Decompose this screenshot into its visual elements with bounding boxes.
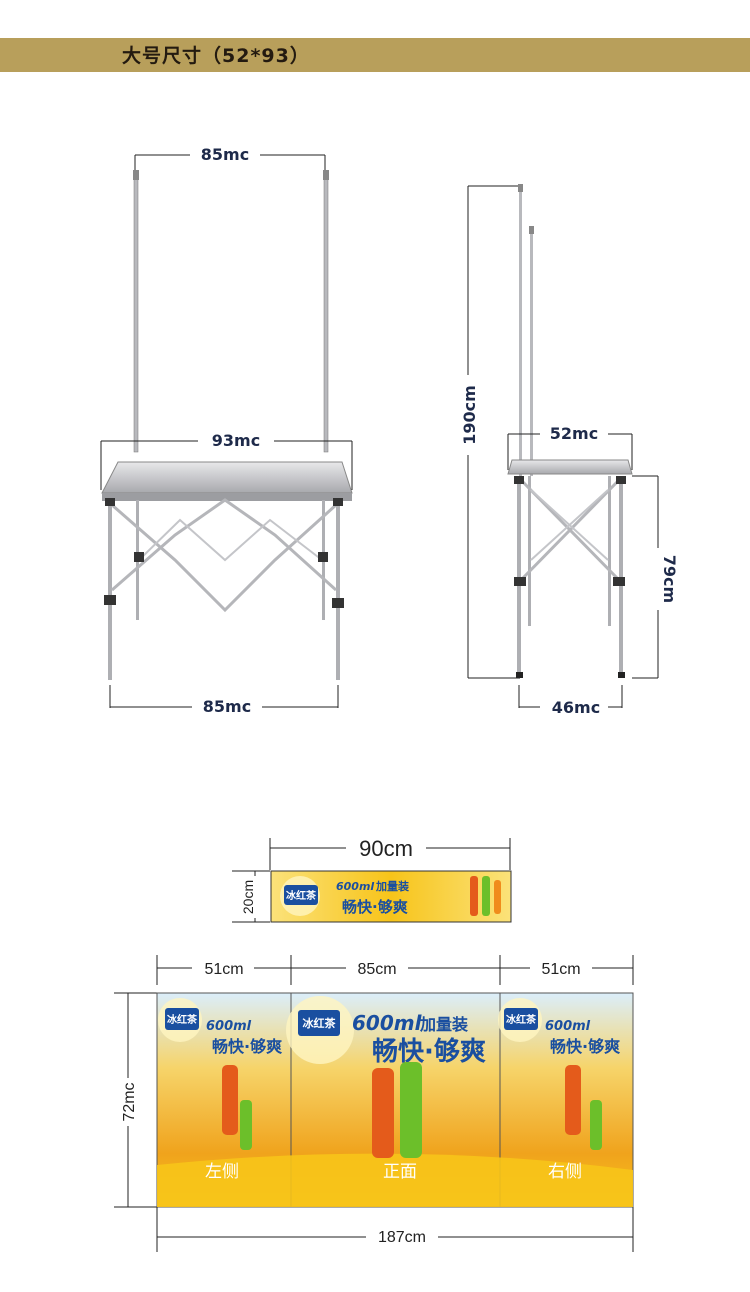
panel-center-label: 正面 (383, 1162, 417, 1182)
banner-width-label: 90cm (359, 836, 413, 861)
banner-line1: 加量装 (375, 879, 409, 893)
table-front-view: 85mc 93mc 85mc (100, 144, 353, 718)
side-top-width-label: 52mc (550, 424, 598, 443)
panel-right-brand: 冰红茶 (506, 1013, 537, 1026)
banner-line2: 畅快·够爽 (342, 898, 408, 916)
banner-volume: 600ml (336, 880, 374, 893)
panel-right-volume: 600ml (545, 1019, 591, 1034)
front-top-width-label: 85mc (201, 145, 249, 164)
page-title: 大号尺寸（52*93） (122, 45, 310, 67)
panel-center-line2: 畅快·够爽 (372, 1037, 486, 1067)
panel-left-line2: 畅快·够爽 (212, 1037, 282, 1056)
panel-right-label: 右侧 (548, 1162, 582, 1182)
side-bottom-width-label: 46mc (552, 698, 600, 717)
panel-total-width-label: 187cm (378, 1229, 426, 1246)
panel-left-width-label: 51cm (204, 961, 243, 978)
front-table-width-label: 93mc (212, 431, 260, 450)
banner-brand: 冰红茶 (286, 889, 317, 902)
panel-right-width-label: 51cm (541, 961, 580, 978)
banner-height-label: 20cm (240, 880, 256, 914)
panel-right-line2: 畅快·够爽 (550, 1037, 620, 1056)
panel-center-width-label: 85cm (357, 961, 396, 978)
display-panel: 51cm 85cm 51cm 72mc 冰红茶 冰红茶 冰红茶 600ml 畅快… (114, 955, 634, 1252)
panel-height-label: 72mc (121, 1082, 138, 1121)
front-bottom-width-label: 85mc (203, 697, 251, 716)
table-side-view: 190cm 52mc 79cm (456, 184, 679, 718)
panel-left-volume: 600ml (206, 1019, 252, 1034)
panel-center-brand: 冰红茶 (303, 1016, 337, 1030)
header-bar: 大号尺寸（52*93） (0, 38, 750, 72)
panel-center-volume: 600ml (352, 1011, 423, 1035)
panel-left-label: 左侧 (205, 1162, 239, 1182)
side-table-height-label: 79cm (660, 555, 679, 603)
panel-center-line1: 加量装 (419, 1015, 468, 1034)
panel-left-brand: 冰红茶 (167, 1013, 198, 1026)
side-total-height-label: 190cm (460, 385, 479, 445)
banner-strip: 90cm 20cm 冰红茶 600ml 加量装 畅快·够爽 (232, 834, 512, 923)
